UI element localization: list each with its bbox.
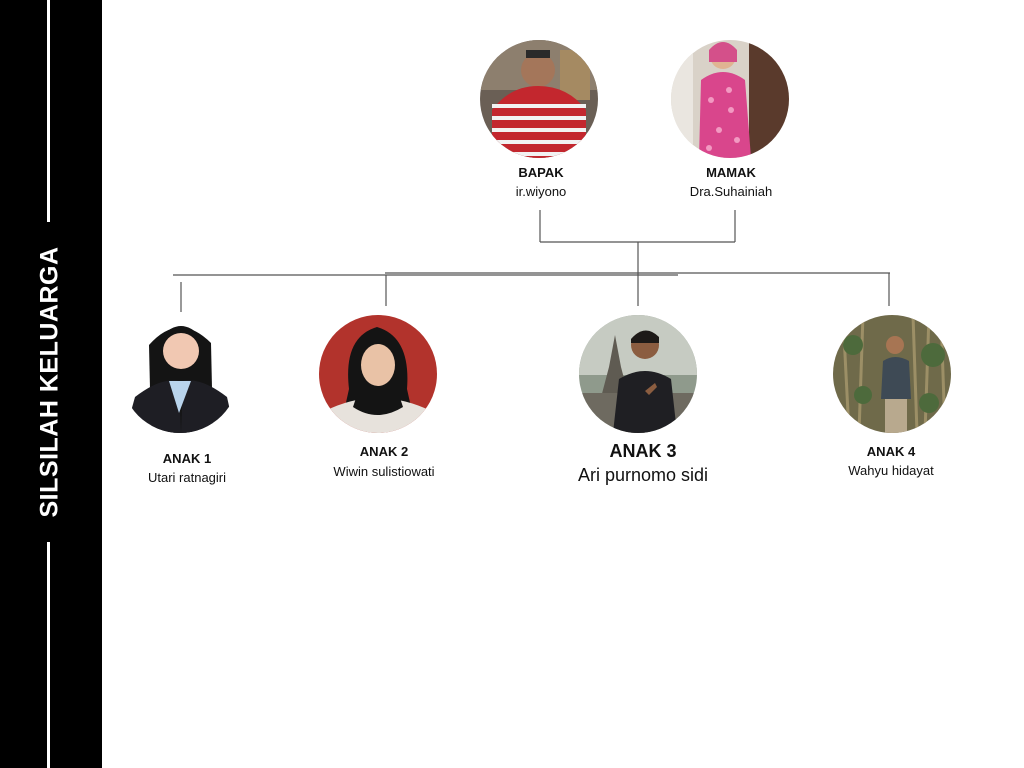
child3-name: Ari purnomo sidi <box>577 465 709 485</box>
child4-name: Wahyu hidayat <box>848 463 934 478</box>
child1-name: Utari ratnagiri <box>147 470 227 485</box>
father-name: ir.wiyono <box>515 184 567 199</box>
sidebar-rule-top <box>47 0 50 222</box>
mother-photo-icon <box>671 40 789 158</box>
child2-role: ANAK 2 <box>359 444 409 459</box>
sidebar-rule-bottom <box>47 542 50 768</box>
child3-photo-icon <box>579 315 697 433</box>
child2-photo-icon <box>319 315 437 433</box>
child1-role: ANAK 1 <box>162 451 212 466</box>
child3-role: ANAK 3 <box>609 441 677 461</box>
father-role: BAPAK <box>518 165 564 180</box>
mother-role: MAMAK <box>706 165 756 180</box>
child4-photo-icon <box>833 315 951 433</box>
child2-name: Wiwin sulistiowati <box>333 464 435 479</box>
father-photo-icon <box>480 40 598 158</box>
mother-name: Dra.Suhainiah <box>689 184 773 199</box>
child4-role: ANAK 4 <box>866 444 916 459</box>
sidebar: SILSILAH KELUARGA <box>0 0 102 768</box>
child1-photo-icon <box>121 315 239 433</box>
